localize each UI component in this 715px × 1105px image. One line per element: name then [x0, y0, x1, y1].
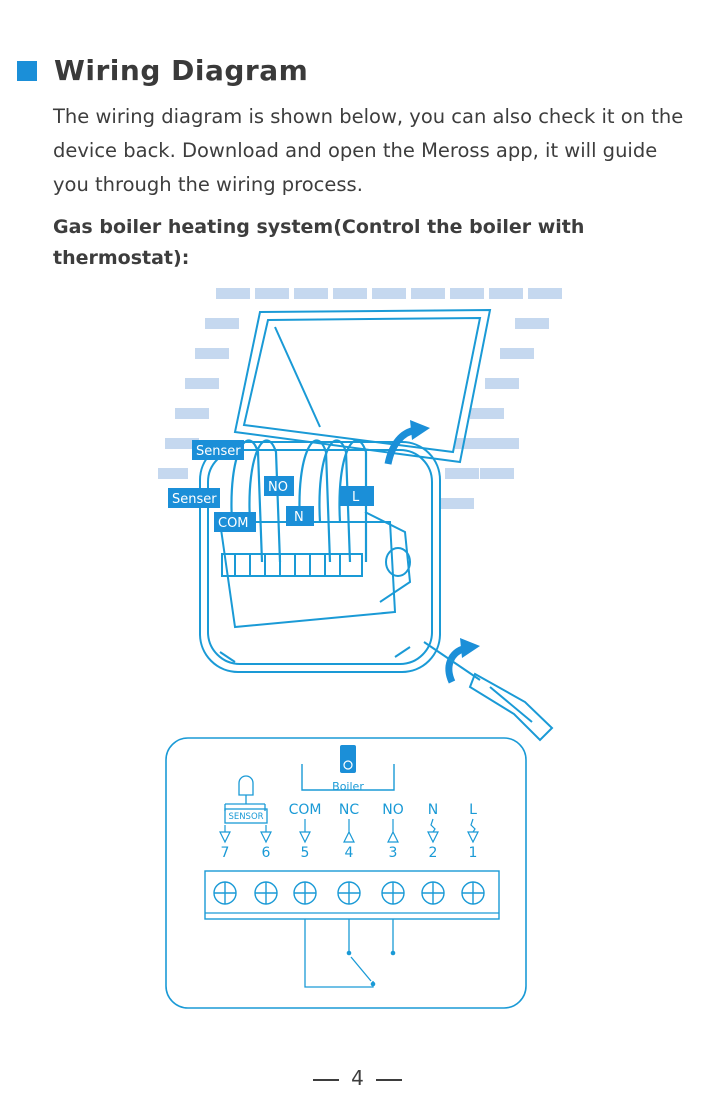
terminal-number-4: 4 — [345, 845, 354, 861]
intro-paragraph: The wiring diagram is shown below, you c… — [53, 105, 684, 196]
label-n: N — [294, 510, 304, 525]
section-header: Wiring Diagram — [17, 54, 308, 87]
sensor-label: SENSOR — [228, 812, 263, 822]
terminal-label-n: N — [428, 802, 438, 818]
page-number: 4 — [351, 1066, 364, 1090]
section-title: Wiring Diagram — [54, 54, 309, 87]
terminal-label-nc: NC — [339, 802, 359, 818]
terminal-label-no: NO — [382, 802, 404, 818]
terminal-number-1: 1 — [469, 845, 478, 861]
terminal-number-5: 5 — [301, 845, 310, 861]
page-footer: 4 — [0, 1066, 715, 1090]
terminal-numbers: 7 6 5 4 3 2 1 — [221, 845, 478, 861]
boiler-label: Boiler — [332, 780, 364, 793]
terminal-labels: COM NC NO N L — [289, 802, 478, 818]
terminal-number-6: 6 — [262, 845, 271, 861]
footer-dash-right — [375, 1078, 402, 1081]
sensor-icon — [224, 775, 268, 824]
terminal-label-l: L — [469, 802, 477, 818]
label-senser-top: Senser — [196, 444, 241, 459]
section-marker — [17, 60, 37, 81]
brick-wall — [158, 288, 562, 509]
label-senser-left: Senser — [172, 492, 217, 507]
screwdriver-icon — [423, 641, 554, 742]
terminal-wiring-diagram: Boiler SENSOR COM NC NO N L 7 6 5 4 3 2 … — [165, 737, 527, 1009]
thermostat-illustration: Senser Senser COM NO N L — [158, 288, 562, 742]
wire-labels: Senser Senser COM NO N L — [168, 440, 374, 532]
terminal-number-3: 3 — [389, 845, 398, 861]
terminal-label-com: COM — [289, 802, 322, 818]
terminal-screws — [213, 881, 485, 905]
subheading: Gas boiler heating system(Control the bo… — [53, 216, 585, 269]
terminal-number-2: 2 — [429, 845, 438, 861]
label-com: COM — [218, 516, 249, 531]
terminal-block — [204, 870, 500, 920]
label-no: NO — [268, 480, 288, 495]
footer-dash-left — [313, 1078, 340, 1081]
terminal-number-7: 7 — [221, 845, 230, 861]
label-l: L — [352, 490, 360, 505]
